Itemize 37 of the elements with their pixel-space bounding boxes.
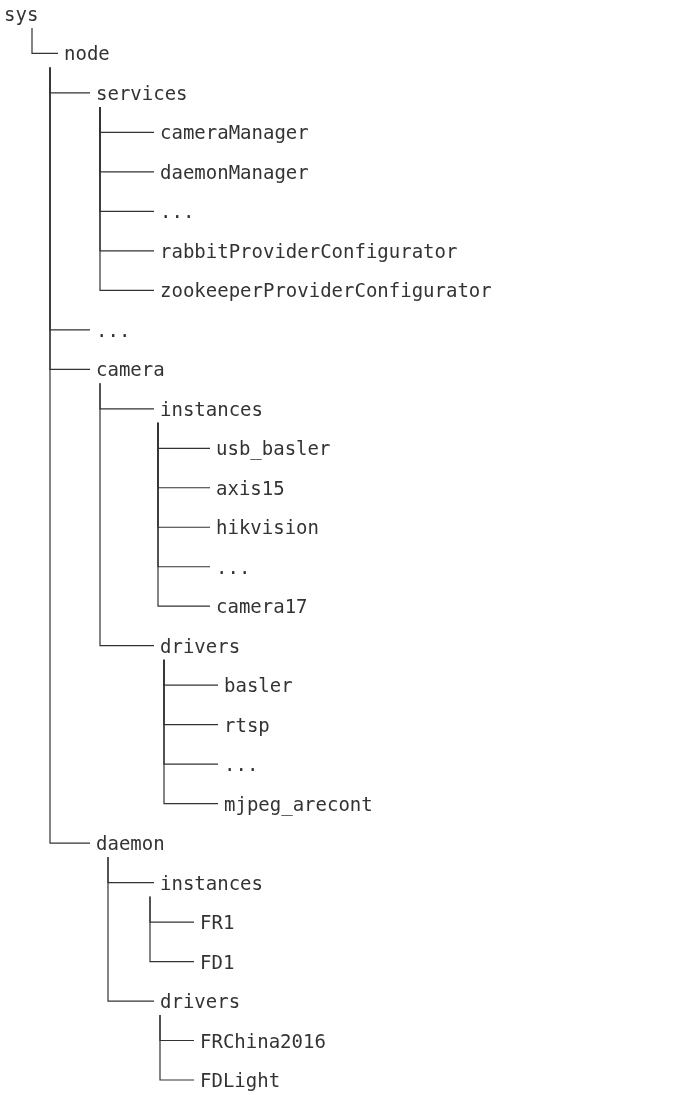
- tree-connector: [159, 1014, 195, 1081]
- folder-name: services: [96, 80, 188, 105]
- folder-name: axis15: [216, 475, 285, 500]
- folder-name: drivers: [160, 633, 241, 658]
- folder-name: FD1: [200, 949, 235, 974]
- folder-name: instances: [160, 870, 263, 895]
- tree-connector: [149, 896, 195, 963]
- folder-name: daemonManager: [160, 159, 309, 184]
- folder-name: ...: [96, 317, 131, 342]
- folder-name: mjpeg_arecont: [224, 791, 373, 816]
- folder-name: FR1: [200, 910, 235, 935]
- folder-name: daemon: [96, 831, 165, 856]
- tree-connector: [99, 382, 155, 647]
- folder-name: instances: [160, 396, 263, 421]
- folder-name: rabbitProviderConfigurator: [160, 238, 458, 263]
- folder-name: cameraManager: [160, 120, 309, 145]
- folder-name: FRChina2016: [200, 1028, 326, 1053]
- folder-name: FDLight: [200, 1068, 281, 1092]
- tree-connector: [49, 66, 91, 844]
- folder-name: hikvision: [216, 515, 319, 540]
- folder-name: camera17: [216, 594, 308, 619]
- folder-name: sys: [4, 2, 39, 26]
- folder-name: basler: [224, 673, 293, 698]
- folder-name: ...: [160, 199, 195, 224]
- folder-name: zookeeperProviderConfigurator: [160, 278, 492, 303]
- folder-name: node: [64, 41, 110, 66]
- tree-connector: [107, 856, 155, 1002]
- tree-connector: [99, 106, 155, 291]
- folder-name: drivers: [160, 989, 241, 1014]
- tree-connector: [31, 27, 59, 55]
- folder-name: camera: [96, 357, 165, 382]
- folder-name: rtsp: [224, 712, 270, 737]
- folder-name: ...: [224, 752, 259, 777]
- folder-name: usb_basler: [216, 436, 331, 461]
- tree-connector: [157, 422, 211, 607]
- tree-connector: [163, 659, 219, 805]
- folder-name: ...: [216, 554, 251, 579]
